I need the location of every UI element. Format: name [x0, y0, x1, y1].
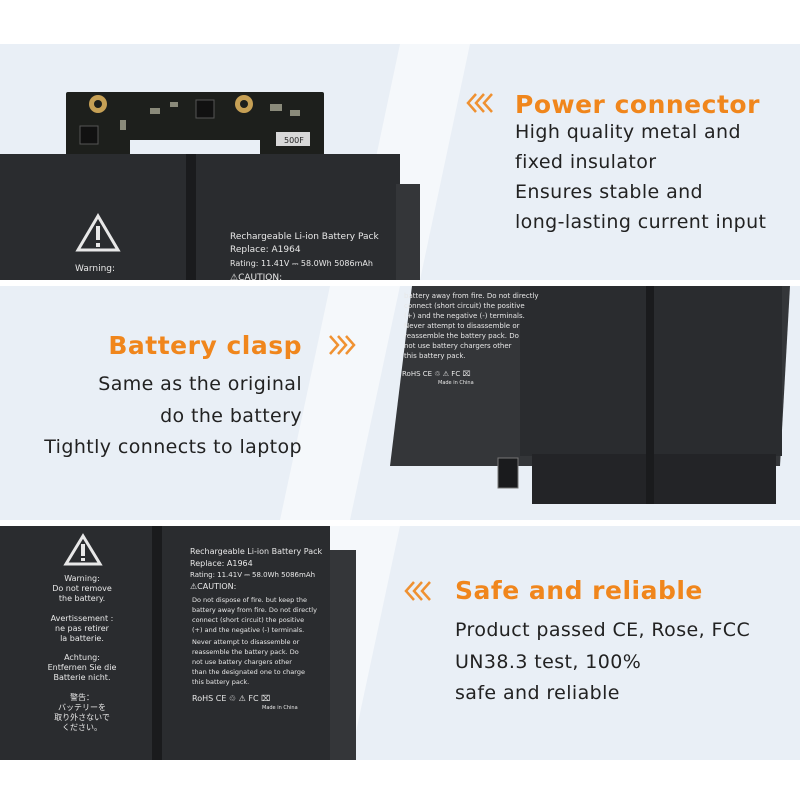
label-pack-title: Rechargeable Li-ion Battery Pack: [190, 547, 323, 556]
label-replace: Replace: A1964: [190, 559, 253, 568]
chevron-left-icon-2: [404, 581, 431, 601]
label-warn-en-1: Warning:: [64, 574, 100, 583]
label-warn-jp-4: ください。: [62, 723, 102, 732]
battery-cells: [0, 154, 400, 280]
power-connector-line-4: long-lasting current input: [515, 211, 767, 233]
label-warn-fr-3: la batterie.: [60, 634, 104, 643]
label-warn-jp-1: 警告：: [70, 692, 94, 702]
fuse-label: 500F: [284, 136, 304, 145]
chevron-right-icon: [329, 335, 356, 355]
clasp-print-3: (+) and the negative (-) terminals.: [404, 312, 525, 320]
battery-label-image: Warning: Do not remove the battery. Aver…: [0, 526, 356, 760]
clasp-print-1: battery away from fire. Do not directly: [404, 292, 539, 300]
label-caution: ⚠CAUTION:: [190, 582, 236, 591]
clasp-print-6: not use battery chargers other: [404, 342, 512, 350]
label-caution-5: Never attempt to disassemble or: [192, 638, 300, 646]
warning-triangle-icon: [75, 213, 121, 252]
label-rating: Rating: 11.41V ⎓ 58.0Wh 5086mAh: [190, 571, 315, 579]
pack-title: Rechargeable Li-ion Battery Pack: [230, 232, 379, 242]
label-warn-de-3: Batterie nicht.: [53, 673, 110, 682]
label-caution-9: this battery pack.: [192, 678, 249, 686]
label-caution-7: not use battery chargers other: [192, 658, 292, 666]
battery-clasp-line-3: Tightly connects to laptop: [44, 436, 302, 458]
battery-top-image: 500F Warning: Rechargeable Li-ion Batter…: [0, 92, 420, 280]
pack-replace: Replace: A1964: [230, 245, 301, 255]
label-warn-jp-2: バッテリーを: [58, 703, 106, 712]
label-warn-fr-1: Avertissement :: [51, 614, 114, 623]
power-connector-line-3: Ensures stable and: [515, 181, 704, 203]
label-warn-fr-2: ne pas retirer: [55, 624, 110, 633]
label-caution-8: than the designated one to charge: [192, 668, 305, 676]
battery-clasp-line-2: do the battery: [160, 405, 302, 427]
battery-clasp-line-1: Same as the original: [98, 373, 302, 395]
label-marks: RoHS CE ♲ ⚠ FC ⌧: [192, 694, 270, 703]
battery-clasp-image: battery away from fire. Do not directly …: [390, 286, 790, 504]
fuse: [276, 132, 310, 146]
label-warn-de-2: Entfernen Sie die: [48, 663, 117, 672]
heading-power-connector: Power connector: [515, 90, 760, 119]
warning-text: Warning:: [75, 264, 115, 274]
label-caution-6: reassemble the battery pack. Do: [192, 648, 299, 656]
label-caution-2: battery away from fire. Do not directly: [192, 606, 317, 614]
safe-reliable-line-1: Product passed CE, Rose, FCC: [455, 619, 751, 641]
clasp-marks: RoHS CE ♲ ⚠ FC ⌧: [402, 370, 471, 378]
power-connector-line-2: fixed insulator: [515, 151, 657, 173]
pack-rating: Rating: 11.41V ⎓ 58.0Wh 5086mAh: [230, 259, 373, 268]
chevron-left-icon: [466, 93, 493, 113]
label-warn-de-1: Achtung:: [64, 653, 100, 662]
safe-reliable-line-2: UN38.3 test, 100%: [455, 651, 642, 673]
label-caution-4: (+) and the negative (-) terminals.: [192, 626, 304, 634]
clasp-print-4: Never attempt to disassemble or: [404, 322, 520, 330]
clasp-print-2: connect (short circuit) the positive: [404, 302, 525, 310]
label-warn-en-2: Do not remove: [52, 584, 112, 593]
label-caution-3: connect (short circuit) the positive: [192, 616, 304, 624]
label-caution-1: Do not dispose of fire. but keep the: [192, 596, 307, 604]
label-warn-jp-3: 取り外さないで: [54, 712, 110, 722]
heading-battery-clasp: Battery clasp: [108, 331, 302, 360]
clasp-print-5: reassemble the battery pack. Do: [404, 332, 519, 340]
safe-reliable-line-3: safe and reliable: [455, 682, 620, 704]
clasp-made-in: Made in China: [438, 380, 474, 386]
heading-safe-reliable: Safe and reliable: [455, 576, 703, 605]
pack-caution: ⚠CAUTION:: [230, 273, 282, 280]
clasp-hook: [497, 457, 519, 489]
label-made-in: Made in China: [262, 705, 298, 711]
clasp-print-7: this battery pack.: [404, 352, 466, 360]
warning-triangle-icon-2: [63, 533, 103, 566]
power-connector-line-1: High quality metal and: [515, 121, 741, 143]
label-warn-en-3: the battery.: [59, 594, 105, 603]
pcb-chip: [79, 125, 99, 145]
